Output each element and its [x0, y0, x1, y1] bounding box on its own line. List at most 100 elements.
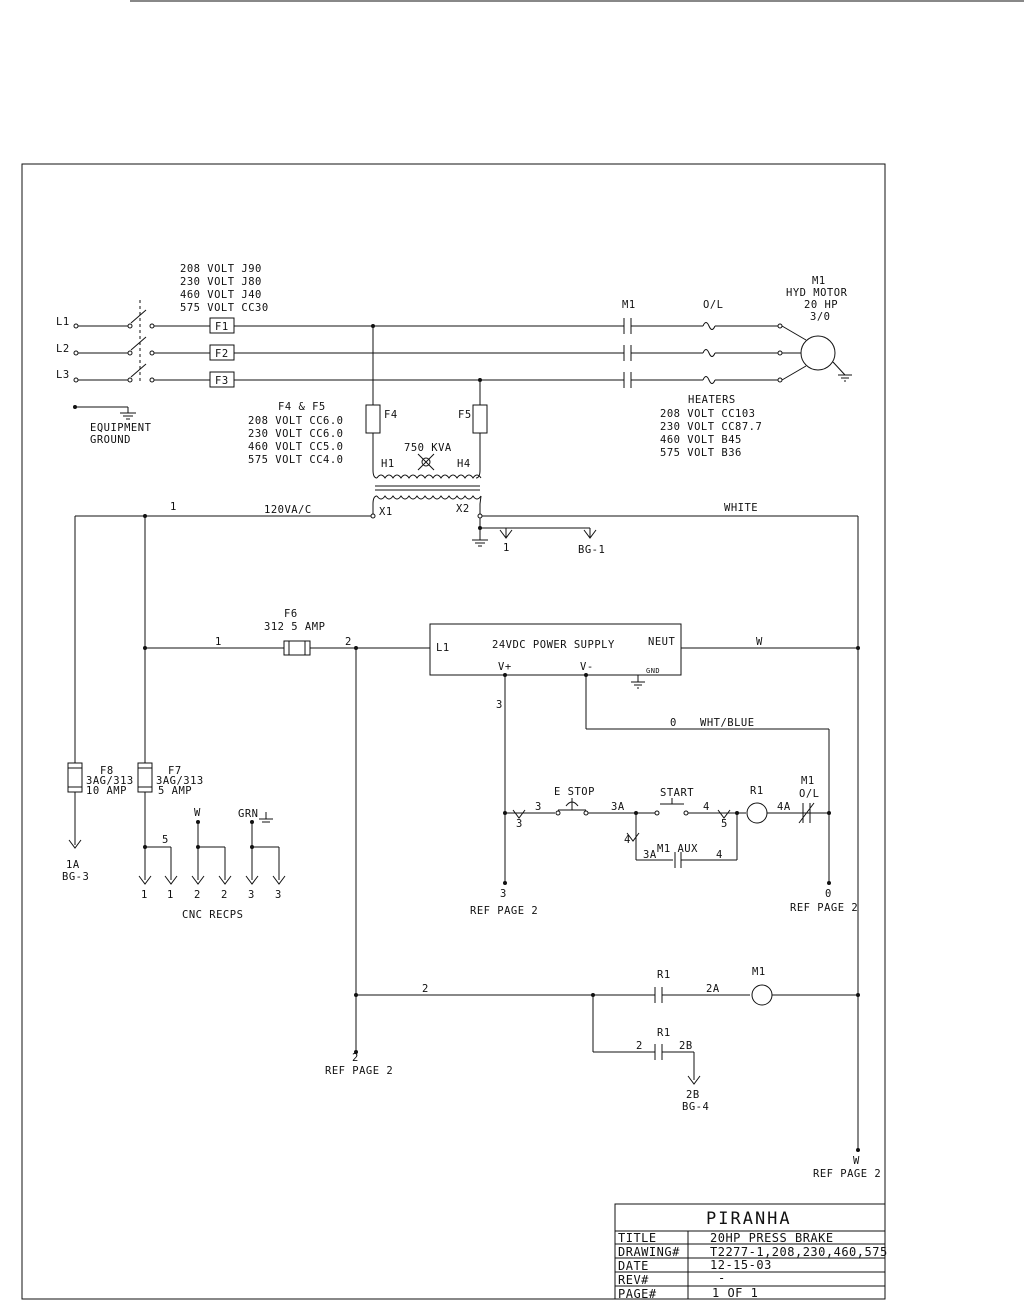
wire-label-2-ps: 2: [345, 636, 352, 648]
ref-2-label: REF PAGE 2: [325, 1065, 393, 1077]
terminal-h4: H4: [457, 458, 471, 470]
overload-contact-m1: M1: [801, 775, 815, 787]
relay-contact-r1-label: R1: [657, 969, 671, 981]
power-supply-24vdc: L1 24VDC POWER SUPPLY NEUT V+ V- GND: [429, 623, 682, 689]
power-supply-l1: L1: [436, 642, 450, 654]
fuse-f8-label: F8: [100, 765, 114, 777]
relay-contact-r1-branch-label: R1: [657, 1027, 671, 1039]
recp-num-2a: 2: [194, 889, 201, 901]
motor-starter-m1-label: M1: [752, 966, 766, 978]
ref-w-label: REF PAGE 2: [813, 1168, 881, 1180]
power-supply-neut: NEUT: [648, 636, 675, 648]
ground-bg1-label: BG-1: [578, 544, 605, 556]
fuse-rating-460: 460 VOLT J40: [180, 289, 262, 301]
contactor-m1-label: M1: [622, 299, 636, 311]
power-supply-gnd: GND: [646, 667, 660, 675]
transformer-fuse-rating-460: 460 VOLT CC5.0: [248, 441, 344, 453]
rung1-wire-3-arrow: 3: [516, 818, 523, 830]
wire-label-wht-blue: WHT/BLUE: [700, 717, 755, 729]
wire-label-0: 0: [670, 717, 677, 729]
motor-phase: 3/0: [810, 311, 830, 323]
rung2-branch-wire-2: 2: [636, 1040, 643, 1052]
title-block: PIRANHA TITLE 20HP PRESS BRAKE DRAWING# …: [614, 1203, 888, 1301]
transformer-fuses-title: F4 & F5: [278, 401, 326, 413]
power-supply-vplus: V+: [498, 661, 512, 673]
ground-wire-1-label: 1: [503, 542, 510, 554]
overload-heaters: O/L: [702, 299, 723, 384]
transformer-secondary-coil: [376, 495, 482, 500]
hydraulic-motor-m1: M1 HYD MOTOR 20 HP 3/0: [781, 275, 852, 382]
fuse-f3-label: F3: [215, 375, 229, 387]
bg3-label: BG-3: [62, 871, 89, 883]
terminal-x2: X2: [456, 503, 470, 515]
fuse-f4: [365, 404, 381, 434]
receptacle-fuses: F8 3AG/313 10 AMP 1A BG-3 F7 3AG/313 5 A…: [62, 762, 286, 921]
motor-hp: 20 HP: [804, 299, 838, 311]
title-block-drawing-value: T2277-1,208,230,460,575: [710, 1245, 888, 1259]
fuse-f8-type: 3AG/313: [86, 775, 134, 787]
fuse-rating-208: 208 VOLT J90: [180, 263, 262, 275]
rung1-wire-5: 5: [721, 818, 728, 830]
power-supply-title: 24VDC POWER SUPPLY: [492, 639, 615, 651]
motor-contactor-m1: M1: [622, 299, 636, 388]
rung1-wire-4a: 4A: [777, 801, 791, 813]
line-label-l1: L1: [56, 316, 70, 328]
bg4-label: BG-4: [682, 1101, 709, 1113]
heater-rating-230: 230 VOLT CC87.7: [660, 421, 762, 433]
fuse-f8: [67, 762, 83, 793]
control-transformer: F4 & F5 208 VOLT CC6.0 230 VOLT CC6.0 46…: [248, 326, 488, 519]
main-disconnect-switch: [73, 300, 155, 384]
wire-label-1-mid: 1: [215, 636, 222, 648]
relay-r1-label: R1: [750, 785, 764, 797]
heater-rating-460: 460 VOLT B45: [660, 434, 742, 446]
supply-voltage-label: 120VA/C: [264, 504, 312, 516]
rung1-wire-4-branch: 4: [624, 834, 631, 846]
heater-ratings: HEATERS 208 VOLT CC103 230 VOLT CC87.7 4…: [660, 394, 762, 459]
fuse-f8-amp: 10 AMP: [86, 785, 127, 797]
neutral-w-label: W: [756, 636, 763, 648]
rung1-wire-3a: 3A: [611, 801, 625, 813]
fuse-f7: [137, 762, 153, 793]
power-section: L1 L2 L3 208 VOLT J90 230 VOLT J80 460 V…: [56, 263, 852, 459]
e-stop-button: E STOP: [554, 786, 595, 816]
fuse-f6: [283, 640, 311, 656]
fuse-f6-label: F6: [284, 608, 298, 620]
heater-rating-575: 575 VOLT B36: [660, 447, 742, 459]
title-block-date-label: DATE: [618, 1259, 649, 1273]
terminal-h1: H1: [381, 458, 395, 470]
transformer-kva: 750 KVA: [404, 442, 452, 454]
transformer-fuse-rating-575: 575 VOLT CC4.0: [248, 454, 344, 466]
fuse-f5: [472, 404, 488, 434]
recp-grn-label: GRN: [238, 808, 258, 820]
title-block-rev-label: REV#: [618, 1273, 649, 1287]
line-label-l2: L2: [56, 343, 70, 355]
rung1-wire-4: 4: [703, 801, 710, 813]
fuse-f6-rating: 312 5 AMP: [264, 621, 325, 633]
aux-wire-3a: 3A: [643, 849, 657, 861]
e-stop-label: E STOP: [554, 786, 595, 798]
title-block-page-value: 1 OF 1: [712, 1286, 758, 1300]
fuse-f2: F2: [209, 344, 235, 361]
fuse-ratings-f1-f3: 208 VOLT J90 230 VOLT J80 460 VOLT J40 5…: [180, 263, 269, 314]
ref-2-num: 2: [352, 1052, 359, 1064]
motor-name: M1: [812, 275, 826, 287]
m1-aux-contact: M1 AUX: [657, 843, 698, 868]
equipment-ground: EQUIPMENT GROUND: [73, 405, 151, 446]
title-block-title-label: TITLE: [618, 1231, 657, 1245]
bg3-wire-label: 1A: [66, 859, 80, 871]
title-block-date-value: 12-15-03: [710, 1258, 772, 1272]
fuse-f7-label: F7: [168, 765, 182, 777]
wire-label-5: 5: [162, 834, 169, 846]
relay-contact-r1: R1: [654, 969, 671, 1003]
rung2-wire-2b: 2B: [679, 1040, 693, 1052]
fuse-rating-575: 575 VOLT CC30: [180, 302, 269, 314]
heaters-title: HEATERS: [688, 394, 736, 406]
overload-label: O/L: [703, 299, 723, 311]
ground-arrow-bg3: [68, 839, 82, 849]
recp-num-3a: 3: [248, 889, 255, 901]
fuse-f1: F1: [209, 317, 235, 334]
start-button: START: [654, 787, 694, 816]
fuse-f7-amp: 5 AMP: [158, 785, 192, 797]
control-section: 1 120VA/C WHITE 1 BG-1 1 F6 312 5 AMP 2: [74, 501, 860, 1150]
